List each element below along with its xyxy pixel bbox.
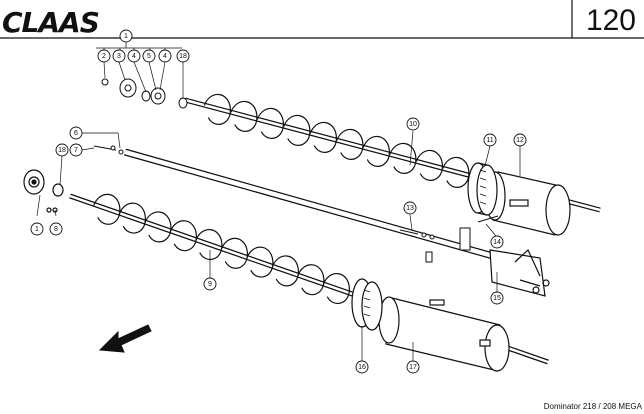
auger-flight (169, 220, 197, 252)
callout-label: 3 (117, 53, 121, 60)
claas-logo: CLAAS (2, 6, 100, 39)
auger-flight (309, 121, 337, 153)
callout-label: 8 (54, 226, 58, 233)
callout-label: 14 (493, 239, 501, 246)
callout-label: 1 (35, 226, 39, 233)
callout-label: 4 (163, 53, 167, 60)
auger-flight (93, 193, 121, 225)
callout-label: 7 (74, 147, 78, 154)
callout-c3: 3 (112, 49, 126, 63)
auger-flight (195, 229, 223, 261)
callout-c17: 17 (406, 360, 420, 374)
lower-drum (378, 296, 510, 372)
callout-c9: 9 (203, 277, 217, 291)
callout-c1_top: 1 (119, 29, 133, 43)
auger-flight (283, 114, 311, 146)
callout-label: 12 (516, 137, 524, 144)
callout-c5: 5 (142, 49, 156, 63)
callout-c13: 13 (403, 201, 417, 215)
callout-label: 18 (179, 53, 187, 60)
auger-flight (144, 211, 172, 243)
auger-flight (415, 149, 443, 181)
page-number: 120 (585, 4, 636, 37)
callout-c18_top: 18 (176, 49, 190, 63)
top-bearing-parts (101, 78, 188, 109)
auger-flight (442, 156, 470, 188)
callout-c6: 6 (69, 126, 83, 140)
callout-c4a: 4 (127, 49, 141, 63)
cross-shaft (124, 148, 550, 297)
lower-auger-flights (93, 193, 350, 305)
callout-label: 5 (147, 53, 151, 60)
upper-drum (484, 171, 571, 236)
auger-flight (220, 237, 248, 269)
callout-c15: 15 (490, 291, 504, 305)
callout-c12: 12 (513, 133, 527, 147)
callout-label: 13 (406, 205, 414, 212)
bolts-13 (399, 229, 435, 240)
lower-ring (351, 278, 383, 331)
callout-label: 4 (132, 53, 136, 60)
callout-label: 18 (58, 147, 66, 154)
callout-c8: 8 (49, 222, 63, 236)
callout-label: 11 (486, 137, 493, 144)
callout-c7: 7 (69, 143, 83, 157)
callout-label: 2 (102, 53, 106, 60)
auger-flight (297, 264, 325, 296)
left-bearing (23, 169, 64, 213)
upper-auger-flights (203, 93, 470, 188)
callout-c11: 11 (483, 133, 497, 147)
callout-c18_left: 18 (55, 143, 69, 157)
callout-label: 16 (358, 364, 366, 371)
callout-c4b: 4 (158, 49, 172, 63)
upper-ring (467, 162, 498, 216)
auger-flight (256, 107, 284, 139)
callout-c14: 14 (490, 235, 504, 249)
callout-c1_left: 1 (30, 222, 44, 236)
callout-label: 6 (74, 130, 78, 137)
auger-flight (246, 246, 274, 278)
auger-flight (118, 202, 146, 234)
callout-c2: 2 (97, 49, 111, 63)
callout-label: 9 (208, 281, 212, 288)
callout-label: 15 (493, 295, 501, 302)
auger-flight (389, 142, 417, 174)
callout-label: 17 (409, 364, 417, 371)
model-footer: Dominator 218 / 208 MEGA (543, 402, 642, 411)
auger-flight (230, 100, 258, 132)
bolts-6-7 (93, 145, 124, 155)
auger-flight (271, 255, 299, 287)
auger-flight (322, 273, 350, 305)
callout-c16: 16 (355, 360, 369, 374)
direction-arrow (98, 324, 152, 353)
callout-label: 10 (409, 121, 417, 128)
bracket (425, 215, 499, 263)
callout-c10: 10 (406, 117, 420, 131)
auger-flight (336, 128, 364, 160)
auger-flight (203, 93, 231, 125)
auger-flight (362, 135, 390, 167)
callout-label: 1 (124, 33, 128, 40)
